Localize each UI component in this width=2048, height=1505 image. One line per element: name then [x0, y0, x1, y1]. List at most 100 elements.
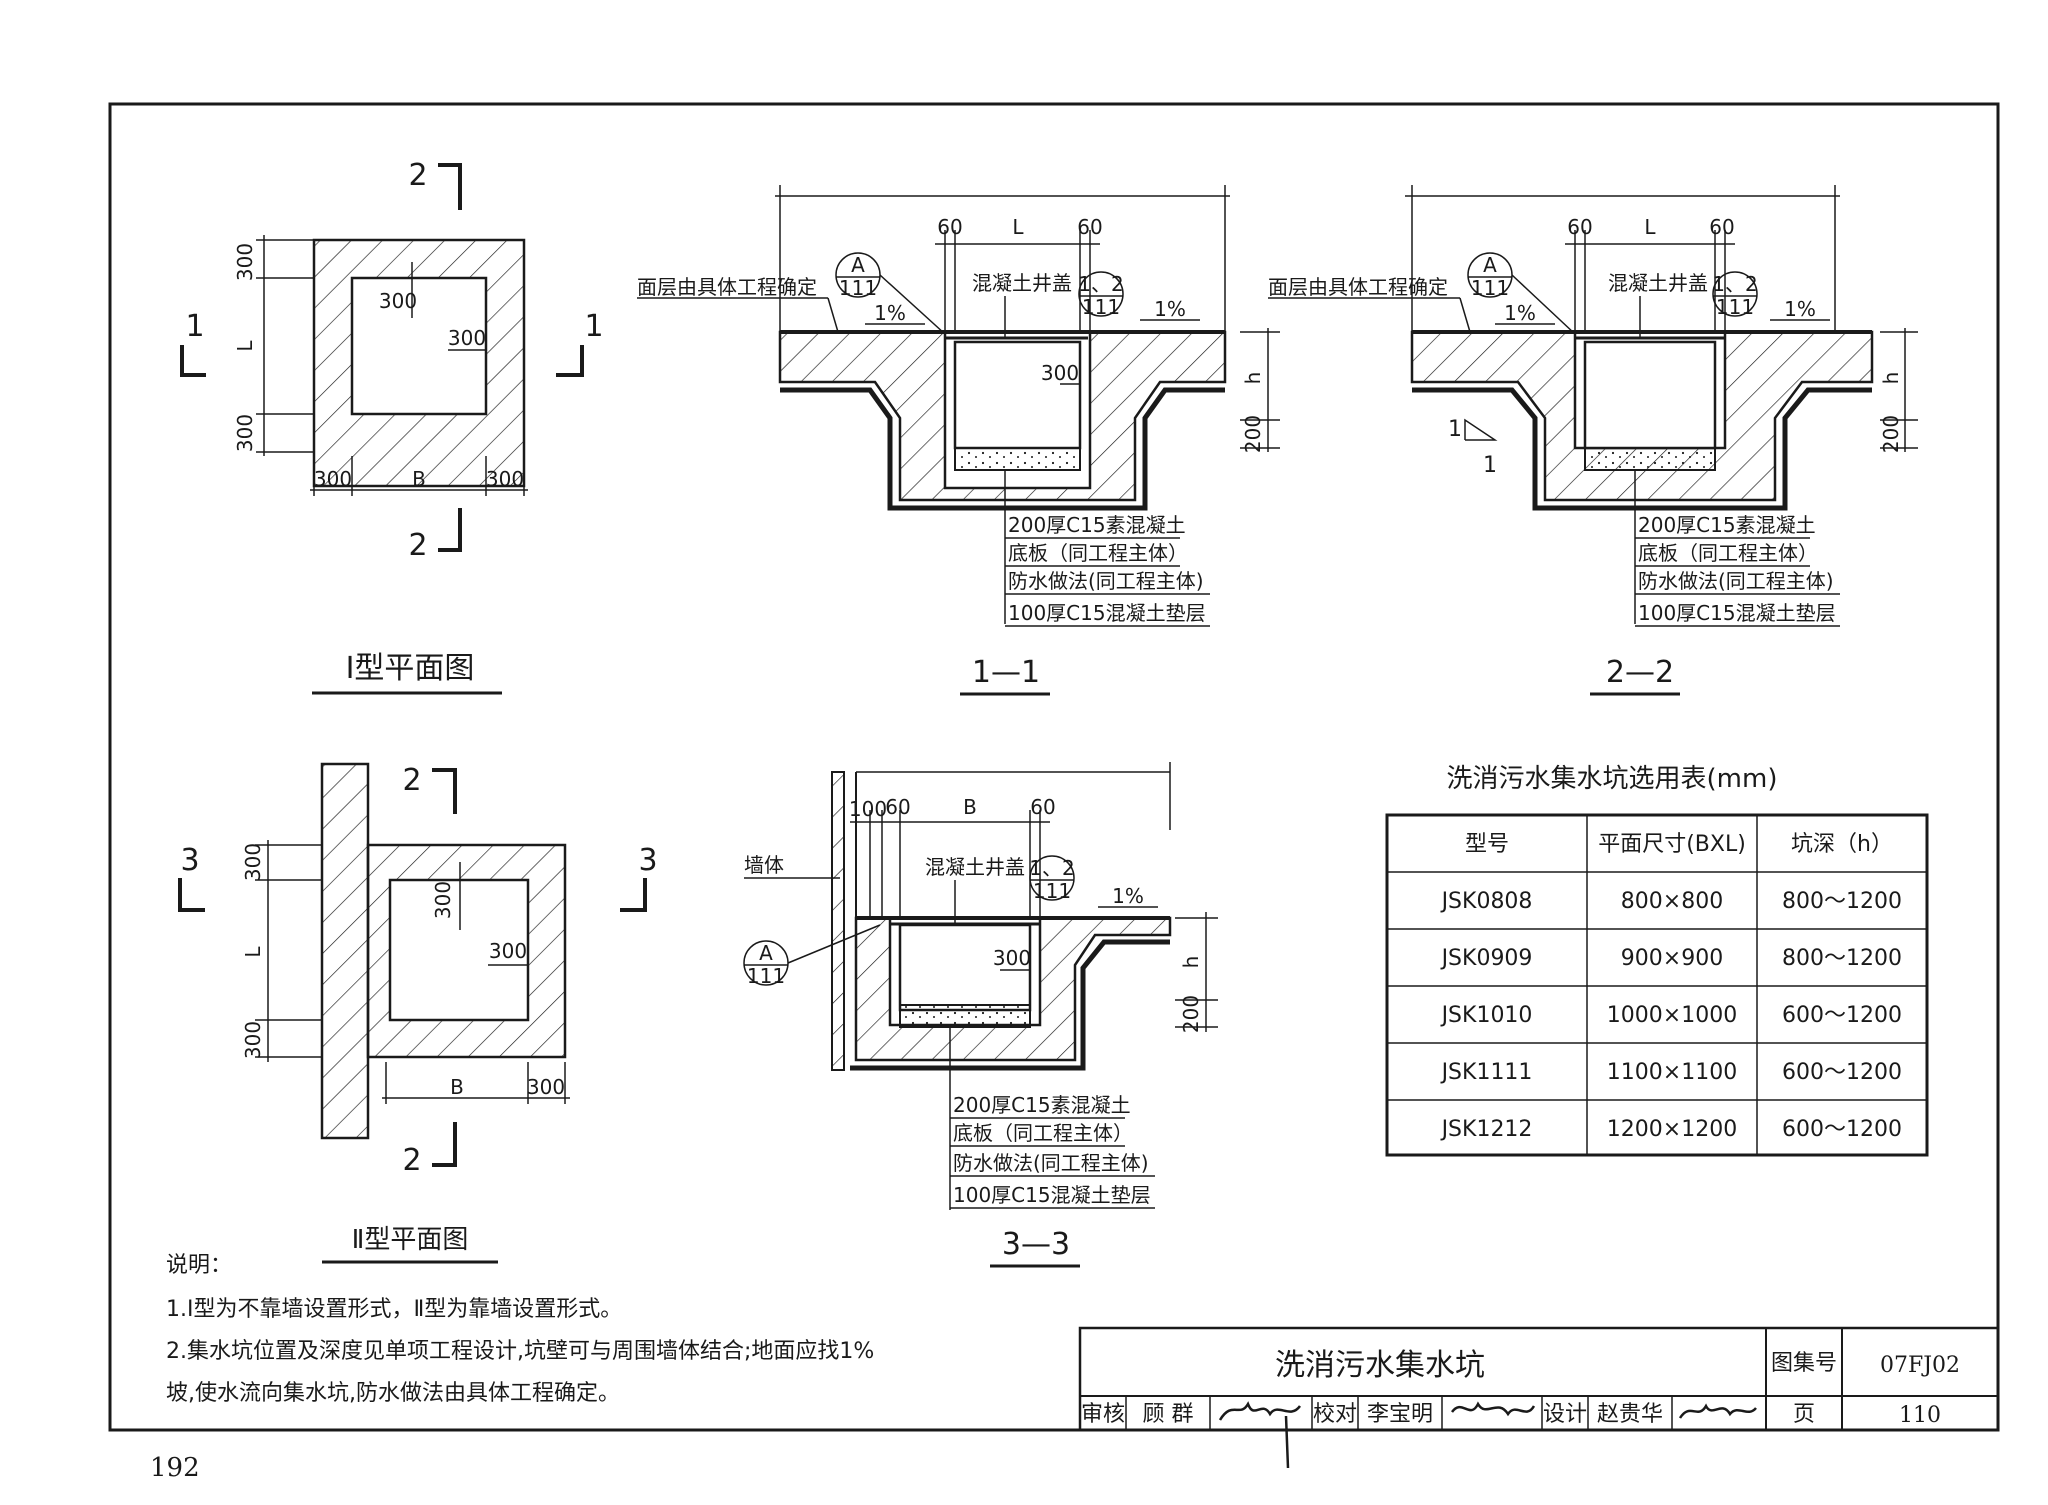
s22-cover-note: 混凝土井盖 [1608, 271, 1708, 295]
s22-cover-page: 111 [1716, 295, 1754, 319]
selection-table: 洗消污水集水坑选用表(mm) 型号 平面尺寸(BXL) 坑深（h） JSK080… [1385, 764, 1929, 1157]
s22-dim-60-right: 60 [1709, 215, 1734, 239]
page-number-in-block: 110 [1899, 1403, 1941, 1428]
table-cell: 800～1200 [1782, 946, 1902, 971]
s33-cover-bubble [1029, 855, 1075, 901]
notes-line-3: 坡,使水流向集水坑,防水做法由具体工程确定。 [166, 1381, 620, 1406]
plan2-dim-B: B [450, 1075, 464, 1099]
title-block: 洗消污水集水坑 图集号 07FJ02 审核 顾 群 校对 李宝明 设计 赵贵华 … [1078, 1326, 2000, 1469]
check-label: 校对 [1313, 1402, 1357, 1427]
s22-layer-3: 防水做法(同工程主体) [1638, 569, 1834, 593]
sheet-page-number: 192 [150, 1453, 200, 1483]
s33-slope: 1% [1112, 884, 1144, 908]
notes-heading: 说明： [166, 1253, 232, 1278]
plan1-cut-1-left: 1 [185, 309, 204, 344]
table-cell: JSK1212 [1440, 1117, 1533, 1142]
plan2-dim-300-inner-h: 300 [489, 939, 527, 963]
s11-cover-index: 1、2 [1078, 272, 1123, 296]
table-cell: JSK1010 [1440, 1003, 1533, 1028]
s22-dim-h: h [1879, 372, 1903, 385]
designer-name: 赵贵华 [1597, 1402, 1663, 1427]
s33-dim-h: h [1179, 956, 1203, 969]
plan2-dim-300-bottom: 300 [241, 1021, 265, 1059]
s22-layer-2: 底板（同工程主体） [1638, 541, 1818, 565]
plan1-dim-300-inner-h: 300 [448, 326, 486, 350]
table-header-depth: 坑深（h） [1791, 832, 1893, 857]
atlas-number: 07FJ02 [1880, 1353, 1960, 1378]
plan2-cut-2-bottom: 2 [402, 1143, 421, 1178]
plan2-cut-3-left: 3 [180, 843, 199, 878]
table-header-size: 平面尺寸(BXL) [1598, 832, 1746, 857]
s22-cover-bubble [1712, 271, 1758, 317]
s33-wall-label: 墙体 [744, 853, 784, 877]
s11-dim-60-right: 60 [1077, 215, 1102, 239]
table-cell: 800×800 [1621, 889, 1723, 914]
s11-layer-4: 100厚C15混凝土垫层 [1008, 601, 1206, 625]
s22-slope-left: 1% [1504, 301, 1536, 325]
table-cell: 600～1200 [1782, 1117, 1902, 1142]
s33-layer-4: 100厚C15混凝土垫层 [953, 1183, 1151, 1207]
plan2-dim-300-inner-v: 300 [431, 881, 455, 919]
s11-dim-200: 200 [1241, 415, 1265, 453]
plan1-cut-2-bottom: 2 [408, 528, 427, 563]
plan2-cut-3-right: 3 [638, 843, 657, 878]
section-2-2: 60 L 60 h 200 1% 1% 面层由具体工程确定 A 111 混凝土井… [1268, 185, 1918, 696]
s33-dim-60-left: 60 [885, 795, 910, 819]
s11-slope-left: 1% [874, 301, 906, 325]
s22-layer-1: 200厚C15素混凝土 [1638, 513, 1816, 537]
s22-layer-4: 100厚C15混凝土垫层 [1638, 601, 1836, 625]
s22-title: 2—2 [1606, 655, 1674, 690]
plan2-title: Ⅱ型平面图 [352, 1225, 469, 1255]
plan1-cut-2-top: 2 [408, 158, 427, 193]
s22-dim-L: L [1644, 215, 1656, 239]
table-cell: 1000×1000 [1607, 1003, 1737, 1028]
s33-detail-page: 111 [747, 964, 785, 988]
plan1-dim-300-bottom: 300 [233, 414, 257, 452]
plan2-dim-300-right: 300 [527, 1075, 565, 1099]
table-header-model: 型号 [1465, 832, 1509, 857]
plan1-dim-300-top: 300 [233, 243, 257, 281]
designer-signature [1678, 1403, 1757, 1419]
design-label: 设计 [1543, 1402, 1587, 1427]
s11-title: 1—1 [972, 655, 1040, 690]
s11-dim-300: 300 [1041, 361, 1079, 385]
s33-cover-page: 111 [1033, 879, 1071, 903]
table-cell: 1100×1100 [1607, 1060, 1737, 1085]
s33-dim-100: 100 [849, 797, 887, 821]
s33-dim-B: B [963, 795, 977, 819]
s11-dim-L: L [1012, 215, 1024, 239]
s11-dim-60-left: 60 [937, 215, 962, 239]
plan1-cut-1-right: 1 [584, 309, 603, 344]
reviewer-name: 顾 群 [1143, 1402, 1194, 1427]
s11-layer-1: 200厚C15素混凝土 [1008, 513, 1186, 537]
table-cell: JSK1111 [1440, 1060, 1533, 1085]
s22-dim-200: 200 [1879, 415, 1903, 453]
s22-dim-60-left: 60 [1567, 215, 1592, 239]
s33-cover-index: 1、2 [1029, 856, 1074, 880]
s11-detail-page: 111 [839, 276, 877, 300]
plan2-dim-L: L [241, 946, 265, 958]
table-cell: 1200×1200 [1607, 1117, 1737, 1142]
s11-cover-bubble [1078, 271, 1124, 317]
s11-layer-3: 防水做法(同工程主体) [1008, 569, 1204, 593]
table-cell: JSK0909 [1440, 946, 1533, 971]
plan1-dim-300-inner-v: 300 [379, 289, 417, 313]
atlas-label: 图集号 [1771, 1351, 1837, 1376]
s11-cover-note: 混凝土井盖 [972, 271, 1072, 295]
s22-slope-right: 1% [1784, 297, 1816, 321]
review-label: 审核 [1081, 1402, 1125, 1427]
s11-layer-2: 底板（同工程主体） [1008, 541, 1188, 565]
s33-title: 3—3 [1002, 1227, 1070, 1262]
s22-slope-mark-v: 1 [1483, 453, 1497, 478]
notes: 说明： 1.Ⅰ型为不靠墙设置形式，Ⅱ型为靠墙设置形式。 2.集水坑位置及深度见单… [166, 1253, 874, 1406]
s33-dim-200: 200 [1179, 995, 1203, 1033]
section-3-3: 100 60 B 60 300 h 200 1% 墙体 A 111 混凝土井盖 … [743, 762, 1218, 1268]
plan1-title: Ⅰ型平面图 [346, 651, 475, 686]
s33-layer-3: 防水做法(同工程主体) [953, 1151, 1149, 1175]
reviewer-signature [1218, 1401, 1302, 1469]
s11-dim-h: h [1241, 372, 1265, 385]
s33-layer-2: 底板（同工程主体） [953, 1121, 1133, 1145]
s11-surface-note: 面层由具体工程确定 [637, 275, 817, 299]
page-label: 页 [1793, 1402, 1815, 1427]
